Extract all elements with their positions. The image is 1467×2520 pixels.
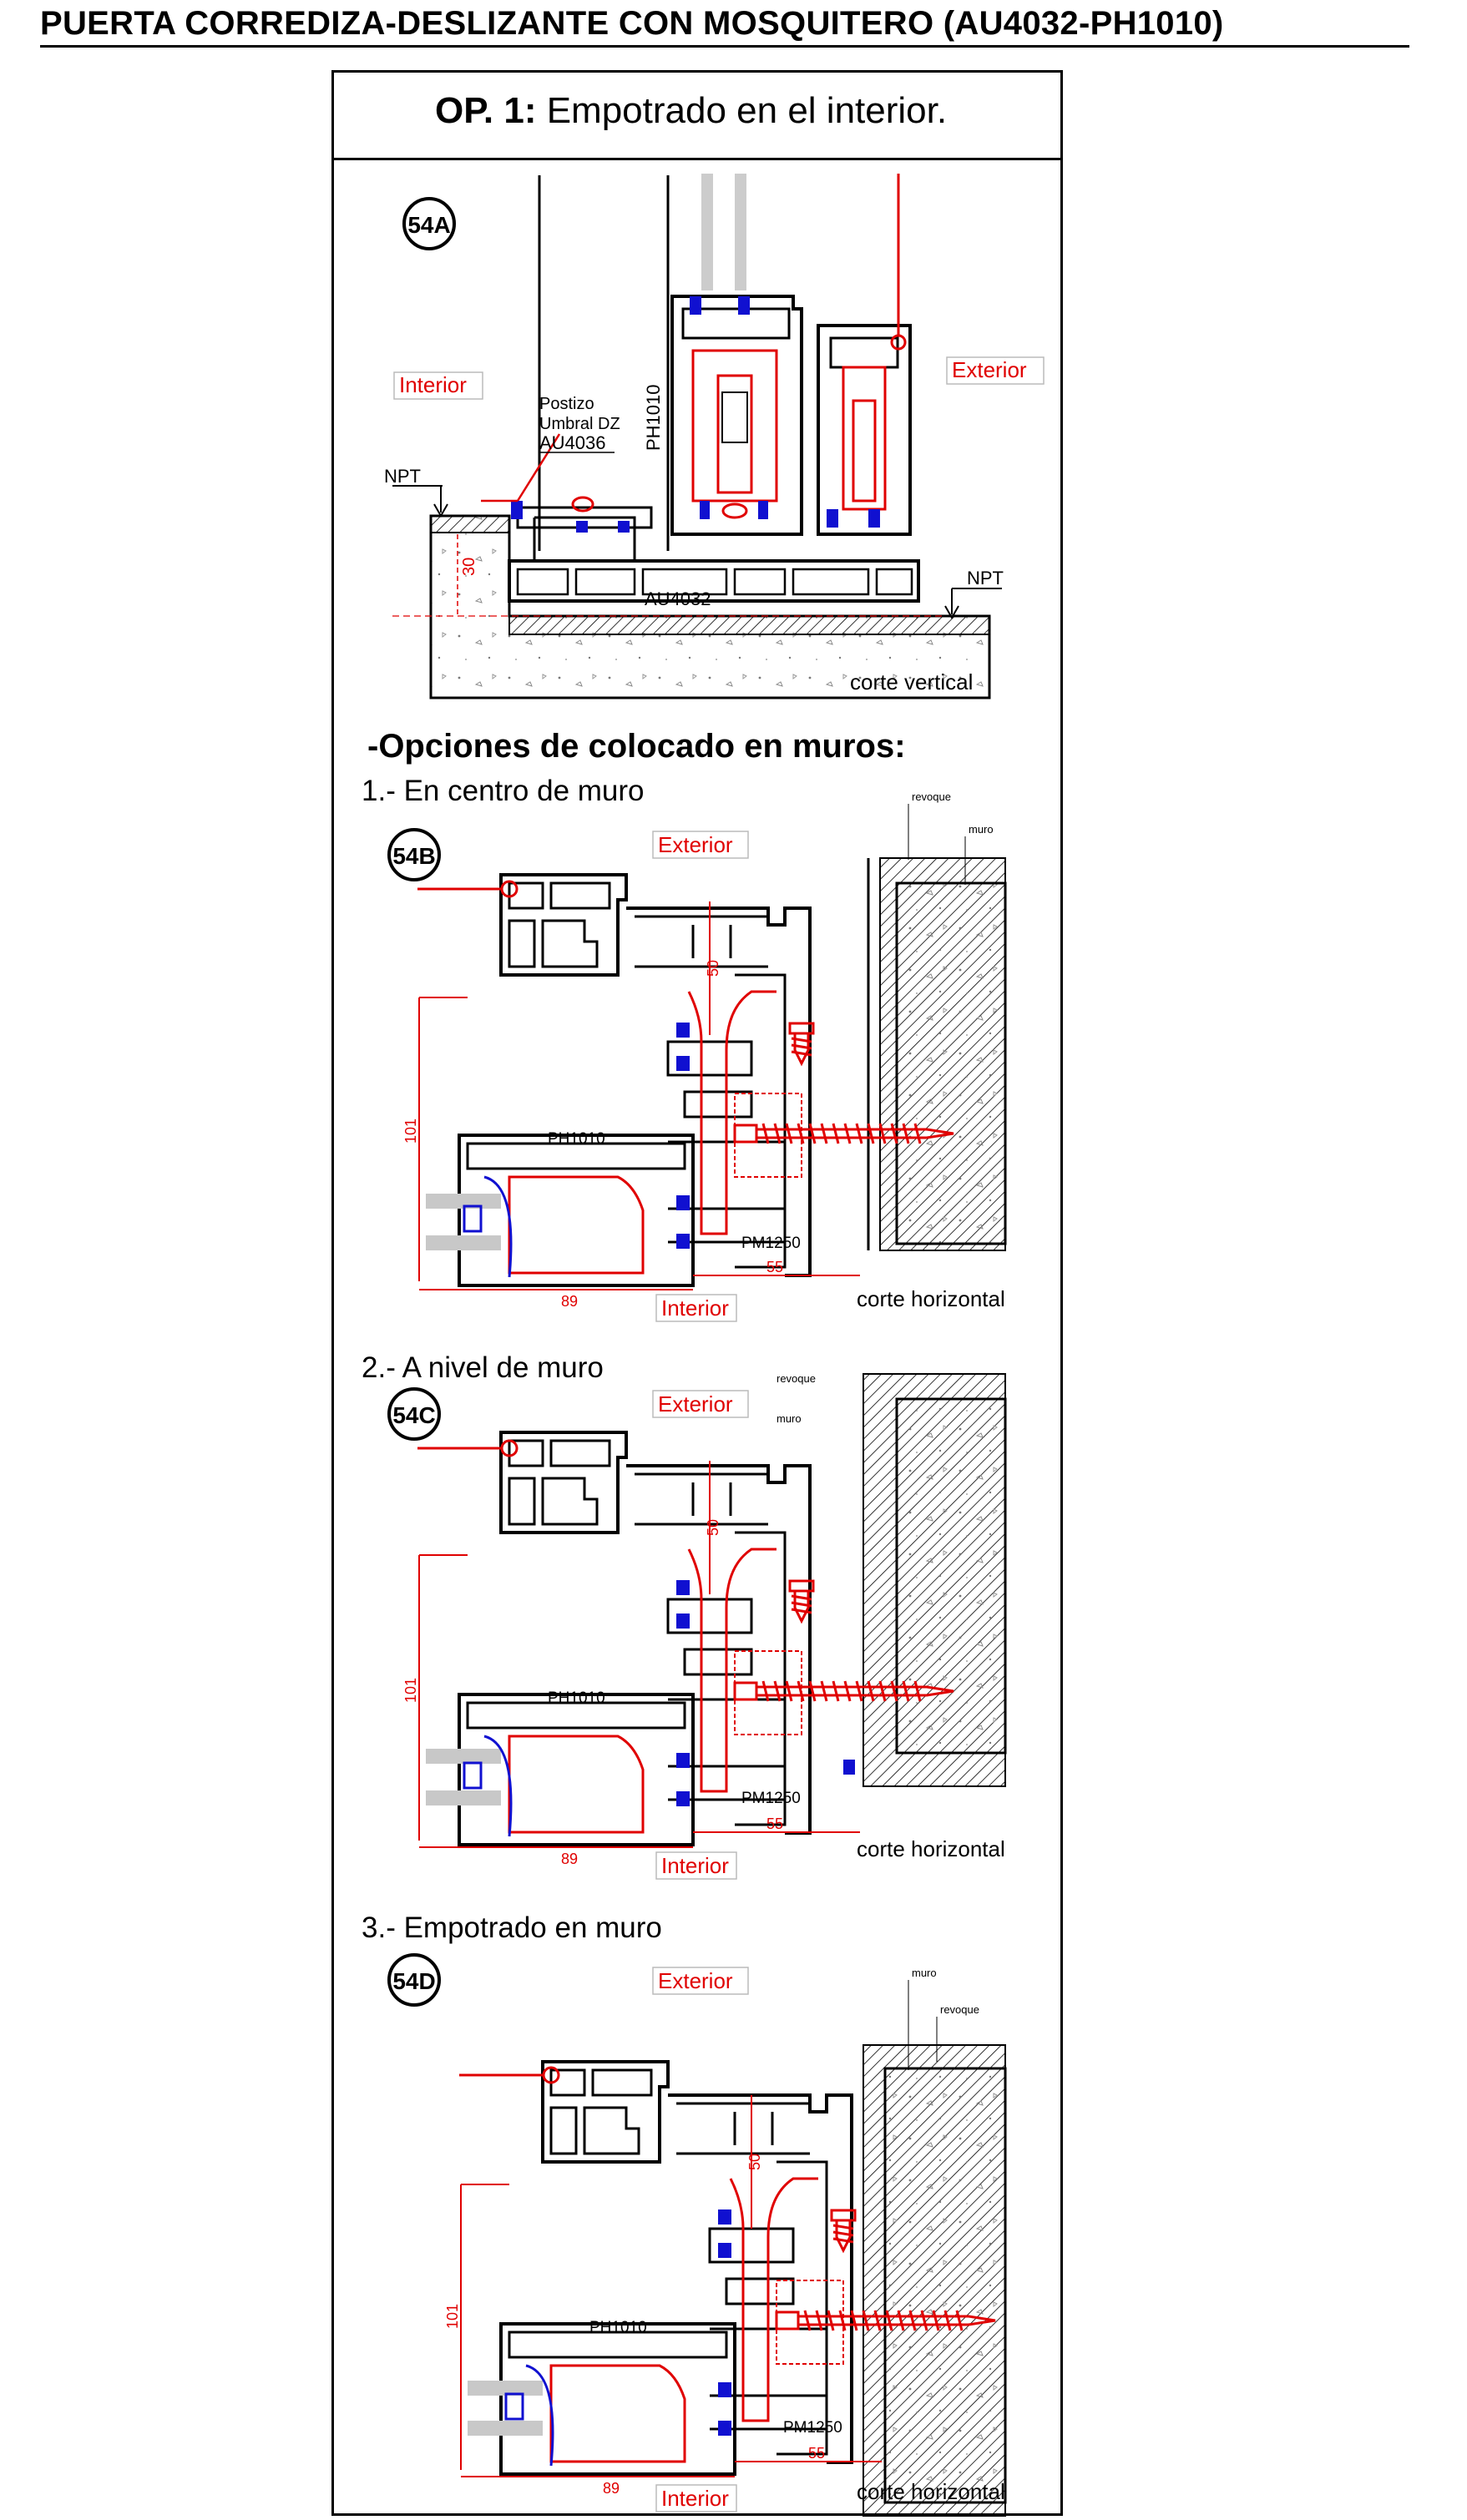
d101-54B: 101 <box>402 1119 419 1144</box>
npt-right: NPT <box>967 568 1004 588</box>
postizo-1: Postizo <box>539 395 594 413</box>
ph-54D: PH1010 <box>589 2319 647 2336</box>
d101-54D: 101 <box>444 2304 461 2329</box>
variant-3-heading: 3.- Empotrado en muro <box>362 1911 662 1944</box>
label-interior-54A: Interior <box>399 372 467 397</box>
revoque-54D: revoque <box>940 2003 979 2016</box>
detail-54D: 54D Exterior muro revoque 101 50 89 5 <box>387 1953 1007 2517</box>
cut-54B: corte horizontal <box>857 1286 1005 1311</box>
d55-54B: 55 <box>766 1259 783 1275</box>
exterior-54D: Exterior <box>658 1968 733 1993</box>
option-header: OP. 1: Empotrado en el interior. <box>331 70 1063 160</box>
label-au4032: AU4032 <box>645 588 711 609</box>
variant-2-heading: 2.- A nivel de muro <box>362 1351 604 1384</box>
muro-54B: muro <box>969 823 994 836</box>
cut-54C: corte horizontal <box>857 1836 1005 1861</box>
d89-54D: 89 <box>603 2480 620 2497</box>
muro-54C: muro <box>776 1412 802 1425</box>
d89-54B: 89 <box>561 1293 578 1310</box>
pm-54C: PM1250 <box>741 1790 801 1807</box>
detail-54C: 54C Exterior revoque muro 101 50 89 55 <box>387 1372 1007 1880</box>
dim-30: 30 <box>460 558 478 576</box>
option-prefix: OP. 1: <box>435 90 537 131</box>
options-heading: -Opciones de colocado en muros: <box>367 728 906 765</box>
interior-54B: Interior <box>661 1295 729 1321</box>
postizo-3: AU4036 <box>539 432 606 453</box>
d101-54C: 101 <box>402 1678 419 1703</box>
mosquito-sash <box>817 324 912 536</box>
d55-54C: 55 <box>766 1816 783 1832</box>
interior-54D: Interior <box>661 2486 729 2511</box>
ph-54C: PH1010 <box>548 1689 605 1707</box>
interior-54C: Interior <box>661 1853 729 1878</box>
badge-54C: 54C <box>392 1402 435 1428</box>
detail-54A: 54A NPT NPT 30 AU4032 Postizo Umbral DZ … <box>384 174 1045 699</box>
sash-ph1010 <box>670 295 803 536</box>
cut-54A: corte vertical <box>850 669 973 694</box>
npt-left: NPT <box>384 466 421 487</box>
variant-1-heading: 1.- En centro de muro <box>362 775 645 807</box>
d89-54C: 89 <box>561 1851 578 1867</box>
track-au4032 <box>508 559 920 603</box>
revoque-54B: revoque <box>912 790 951 803</box>
badge-54A: 54A <box>407 212 450 238</box>
ph-54B: PH1010 <box>548 1130 605 1148</box>
drawing-frame <box>331 70 1063 2516</box>
floor-finish <box>508 615 990 635</box>
muro-54D: muro <box>912 1967 937 1979</box>
badge-54D: 54D <box>392 1968 435 1994</box>
option-text: Empotrado en el interior. <box>536 90 948 131</box>
pm-54D: PM1250 <box>783 2419 842 2437</box>
label-exterior-54A: Exterior <box>952 357 1027 382</box>
title-underline <box>40 45 1409 48</box>
cut-54D: corte horizontal <box>857 2479 1005 2504</box>
step-finish <box>430 515 510 533</box>
d55-54D: 55 <box>808 2445 825 2462</box>
page-title: PUERTA CORREDIZA-DESLIZANTE CON MOSQUITE… <box>40 5 1224 42</box>
pm-54B: PM1250 <box>741 1235 801 1252</box>
d50-54B: 50 <box>705 960 721 977</box>
d50-54D: 50 <box>746 2154 763 2170</box>
badge-54B: 54B <box>392 843 435 869</box>
exterior-54C: Exterior <box>658 1391 733 1417</box>
label-ph1010-v: PH1010 <box>643 384 664 451</box>
d50-54C: 50 <box>705 1519 721 1536</box>
revoque-54C: revoque <box>776 1372 816 1385</box>
exterior-54B: Exterior <box>658 832 733 857</box>
postizo-2: Umbral DZ <box>539 415 620 433</box>
detail-54B: 54B Exterior revoque muro 101 50 <box>387 790 1007 1322</box>
